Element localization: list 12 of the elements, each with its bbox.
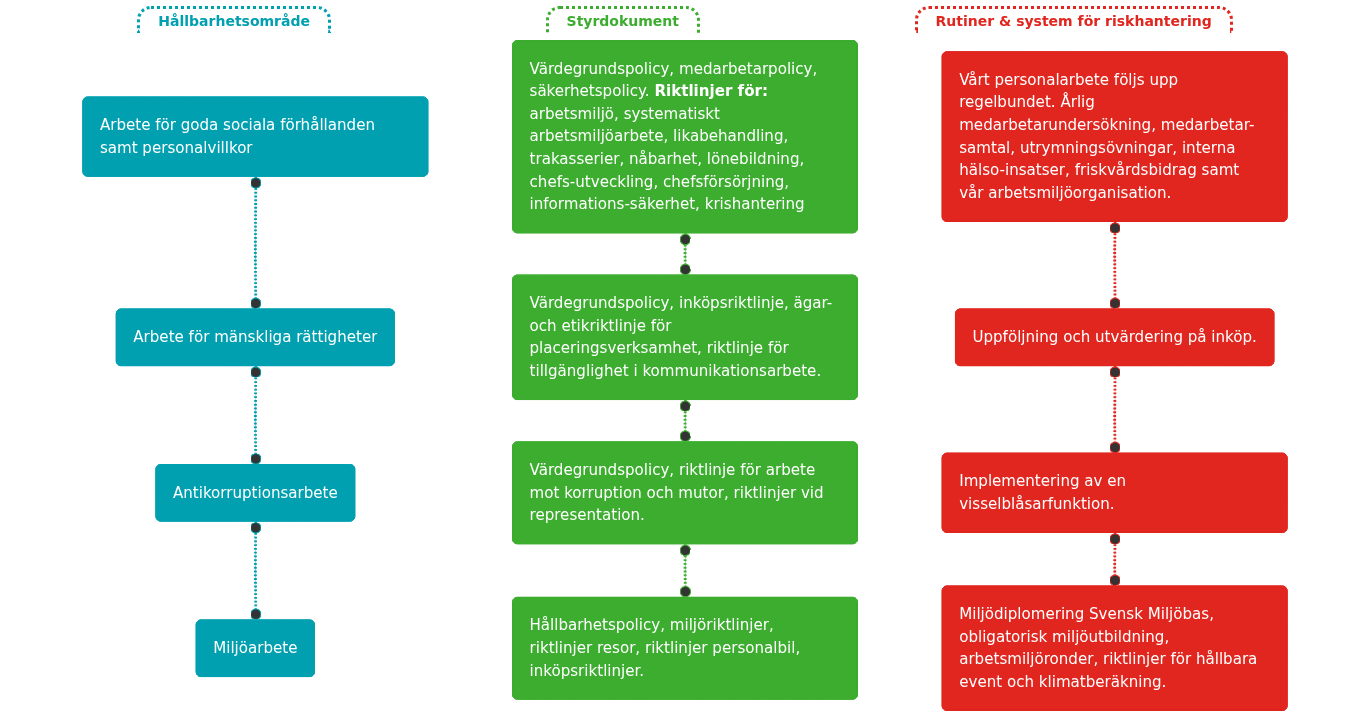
connector bbox=[1109, 531, 1121, 588]
connector bbox=[250, 520, 262, 622]
column-heading: Hållbarhetsområde bbox=[137, 6, 331, 33]
connector bbox=[1109, 364, 1121, 456]
connector bbox=[679, 231, 692, 278]
column-heading: Styrdokument bbox=[545, 6, 700, 33]
connector bbox=[1109, 220, 1121, 311]
connector bbox=[679, 398, 692, 444]
column-heading: Rutiner & system för riskhantering bbox=[914, 6, 1233, 33]
connector bbox=[250, 364, 262, 467]
connector bbox=[679, 542, 692, 600]
connector bbox=[250, 175, 262, 311]
